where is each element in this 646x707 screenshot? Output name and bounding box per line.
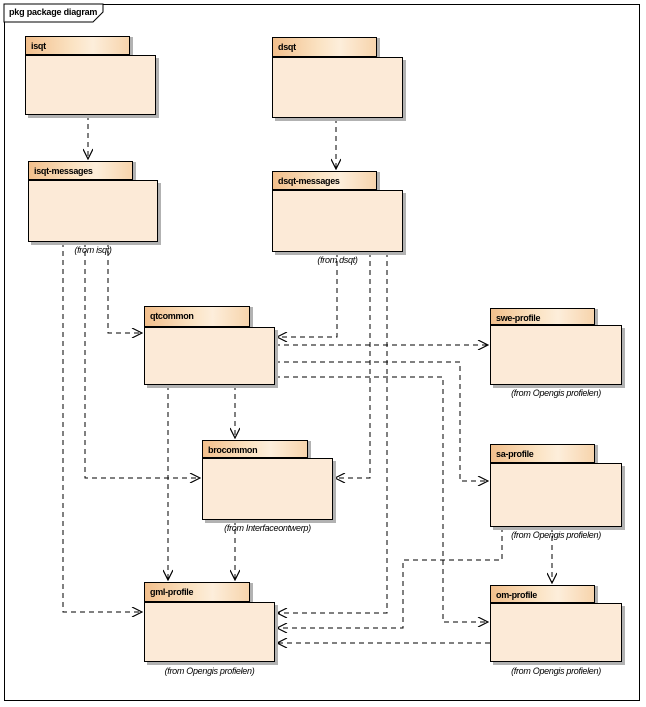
package-from-label: (from Opengis profielen) — [511, 666, 601, 676]
package-body — [490, 463, 622, 527]
package-tab: dsqt — [272, 37, 377, 57]
package-tab: isqt — [25, 36, 130, 55]
package-name: dsqt — [278, 42, 296, 52]
package-tab: isqt-messages — [28, 161, 133, 180]
package-name: isqt — [31, 41, 46, 51]
package-body — [202, 458, 333, 520]
package-body — [272, 190, 403, 252]
package-tab: dsqt-messages — [272, 171, 377, 190]
package-from-label: (from Opengis profielen) — [511, 388, 601, 398]
package-tab: gml-profile — [144, 582, 250, 602]
package-name: dsqt-messages — [278, 176, 340, 186]
package-name: isqt-messages — [34, 166, 93, 176]
package-name: sa-profile — [496, 449, 534, 459]
package-name: om-profile — [496, 590, 537, 600]
package-tab: qtcommon — [144, 306, 250, 327]
package-body — [25, 55, 156, 115]
package-tab: om-profile — [490, 585, 595, 603]
package-tab: brocommon — [202, 440, 308, 458]
package-tab: sa-profile — [490, 444, 595, 463]
package-from-label: (from isqt) — [74, 245, 112, 255]
package-from-label: (from dsqt) — [317, 255, 358, 265]
package-tab: swe-profile — [490, 308, 595, 325]
package-name: gml-profile — [150, 587, 194, 597]
package-body — [272, 57, 403, 118]
frame-title: pkg package diagram — [9, 7, 98, 17]
package-body — [144, 327, 275, 385]
package-name: brocommon — [208, 445, 258, 455]
package-from-label: (from Interfaceontwerp) — [224, 523, 311, 533]
package-body — [28, 180, 158, 242]
package-name: qtcommon — [150, 311, 194, 321]
package-body — [490, 603, 622, 662]
package-from-label: (from Opengis profielen) — [511, 530, 601, 540]
package-body — [144, 602, 275, 662]
package-name: swe-profile — [496, 313, 541, 323]
package-from-label: (from Opengis profielen) — [164, 666, 255, 676]
package-body — [490, 325, 622, 385]
